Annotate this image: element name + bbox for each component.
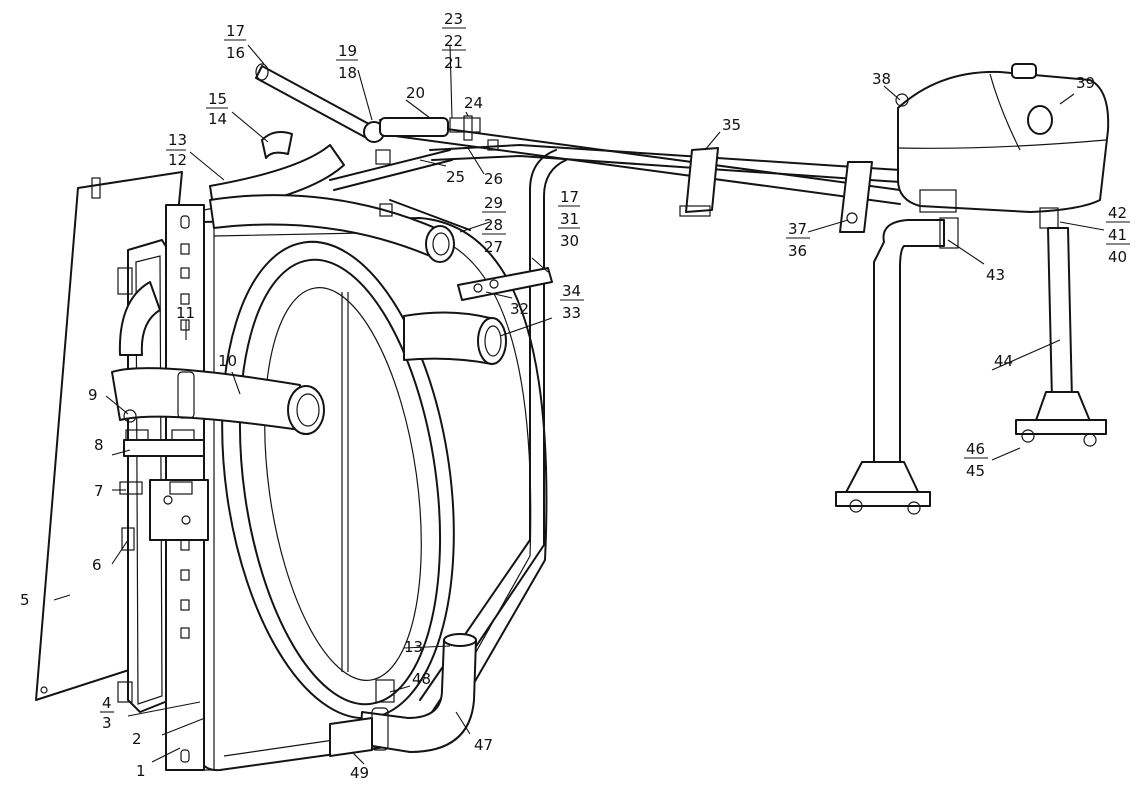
callout-9: 9 [88, 386, 98, 404]
callout-11: 11 [176, 304, 195, 322]
callout-16: 16 [226, 44, 245, 62]
callout-13-bottom: 13 [404, 638, 423, 656]
callout-12: 12 [168, 151, 187, 169]
callout-17-top: 17 [226, 22, 245, 40]
callout-3: 3 [102, 714, 112, 732]
callout-5: 5 [20, 591, 30, 609]
long-pipe-to-tank [329, 115, 901, 713]
callout-19: 19 [338, 42, 357, 60]
expansion-tank-39 [895, 63, 1110, 229]
callout-23: 23 [444, 10, 463, 28]
callout-30: 30 [560, 232, 579, 250]
callout-1: 1 [136, 762, 146, 780]
support-leg-44 [1015, 227, 1107, 447]
callout-17-mid: 17 [560, 188, 579, 206]
callout-28: 28 [484, 216, 503, 234]
callout-7: 7 [94, 482, 104, 500]
callout-31: 31 [560, 210, 579, 228]
callout-43: 43 [986, 266, 1005, 284]
pipe-clamp-35 [679, 147, 719, 217]
pipe-16-17 [255, 63, 381, 143]
callout-45: 45 [966, 462, 985, 480]
callout-42: 42 [1108, 204, 1127, 222]
callout-33: 33 [562, 304, 581, 322]
tank-hose-43 [835, 217, 959, 515]
fan-shroud-ring [221, 240, 455, 720]
callout-22: 22 [444, 32, 463, 50]
hose-10 [111, 281, 325, 435]
callout-21: 21 [444, 54, 463, 72]
callout-2: 2 [132, 730, 142, 748]
callout-6: 6 [92, 556, 102, 574]
upper-hoses [209, 131, 455, 263]
callout-49: 49 [350, 764, 369, 782]
callout-14: 14 [208, 110, 227, 128]
callout-29: 29 [484, 194, 503, 212]
callout-25: 25 [446, 168, 465, 186]
callout-4: 4 [102, 694, 112, 712]
callout-36: 36 [788, 242, 807, 260]
callout-26: 26 [484, 170, 503, 188]
callout-18: 18 [338, 64, 357, 82]
callout-24: 24 [464, 94, 483, 112]
callout-39: 39 [1076, 74, 1095, 92]
callout-38: 38 [872, 70, 891, 88]
callout-20: 20 [406, 84, 425, 102]
callout-35: 35 [722, 116, 741, 134]
callout-15: 15 [208, 90, 227, 108]
callout-34: 34 [562, 282, 581, 300]
callout-47: 47 [474, 736, 493, 754]
callout-8: 8 [94, 436, 104, 454]
callout-37: 37 [788, 220, 807, 238]
callout-13-top: 13 [168, 131, 187, 149]
callout-10: 10 [218, 352, 237, 370]
callout-27: 27 [484, 238, 503, 256]
leader-lines [53, 44, 1105, 765]
bracket-30-34 [457, 267, 553, 301]
callout-44: 44 [994, 352, 1013, 370]
pipe-clamp-36-37 [839, 161, 873, 233]
bottom-hose-47 [329, 633, 477, 757]
callout-46: 46 [966, 440, 985, 458]
callout-32: 32 [510, 300, 529, 318]
callout-40: 40 [1108, 248, 1127, 266]
hose-33 [403, 311, 507, 365]
label-divider-rules [100, 27, 1130, 713]
callout-41: 41 [1108, 226, 1127, 244]
callouts: 1 2 3 4 5 6 7 8 9 10 11 12 13 14 15 16 1… [20, 10, 1127, 782]
callout-48: 48 [412, 670, 431, 688]
